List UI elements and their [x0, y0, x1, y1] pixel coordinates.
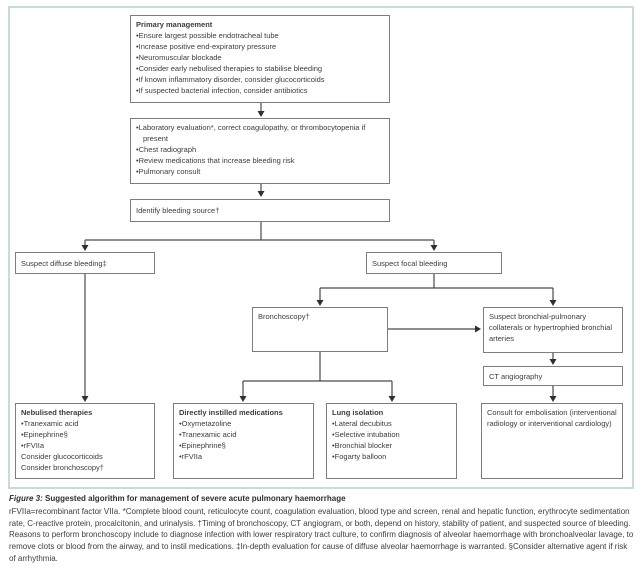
list-item: Pulmonary consult	[136, 166, 384, 177]
box-title: Nebulised therapies	[21, 408, 93, 417]
list-item: Fogarty balloon	[332, 451, 451, 462]
caption-title-text: Suggested algorithm for management of se…	[45, 494, 346, 503]
caption-figure-label: Figure 3:	[9, 494, 43, 503]
list-item: Ensure largest possible endotracheal tub…	[136, 30, 384, 41]
list-item: Lateral decubitus	[332, 418, 451, 429]
box-label: Suspect bronchial-pulmonary collaterals …	[489, 312, 612, 343]
box-label: Suspect diffuse bleeding‡	[21, 258, 107, 268]
instilled-medications-box: Directly instilled medications Oxymetazo…	[173, 403, 314, 479]
box-label: Bronchoscopy†	[258, 312, 310, 321]
list-item: Laboratory evaluation*, correct coagulop…	[136, 122, 384, 144]
list-item: Oxymetazoline	[179, 418, 308, 429]
caption-title: Figure 3: Suggested algorithm for manage…	[9, 493, 634, 505]
box-title: Primary management	[136, 20, 213, 29]
list-item: rFVIIa	[21, 440, 149, 451]
list-item: Bronchial blocker	[332, 440, 451, 451]
primary-management-box: Primary management Ensure largest possib…	[130, 15, 390, 103]
list-item: Consider early nebulised therapies to st…	[136, 63, 384, 74]
list-item: Neuromuscular blockade	[136, 52, 384, 63]
lung-isolation-box: Lung isolation Lateral decubitus Selecti…	[326, 403, 457, 479]
note-item: Consider bronchoscopy†	[21, 463, 104, 472]
suspect-diffuse-box: Suspect diffuse bleeding‡	[15, 252, 155, 274]
list-item: Selective intubation	[332, 429, 451, 440]
evaluation-box: Laboratory evaluation*, correct coagulop…	[130, 118, 390, 184]
nebulised-therapies-box: Nebulised therapies Tranexamic acid Epin…	[15, 403, 155, 479]
list-item: Review medications that increase bleedin…	[136, 155, 384, 166]
ct-angiography-box: CT angiography	[483, 366, 623, 386]
collaterals-box: Suspect bronchial-pulmonary collaterals …	[483, 307, 623, 353]
bronchoscopy-box: Bronchoscopy†	[252, 307, 388, 352]
list-item: Increase positive end-expiratory pressur…	[136, 41, 384, 52]
list-item: rFVIIa	[179, 451, 308, 462]
box-label: CT angiography	[489, 371, 543, 381]
list-item: Epinephrine§	[21, 429, 149, 440]
box-title: Directly instilled medications	[179, 408, 283, 417]
box-label: Consult for embolisation (interventional…	[487, 408, 617, 428]
caption-body: rFVIIa=recombinant factor VIIa. *Complet…	[9, 506, 634, 563]
box-label: Suspect focal bleeding	[372, 258, 448, 268]
box-label: Identify bleeding source†	[136, 206, 220, 215]
list-item: Tranexamic acid	[179, 429, 308, 440]
suspect-focal-box: Suspect focal bleeding	[366, 252, 502, 274]
note-item: Consider glucocorticoids	[21, 452, 103, 461]
list-item: If known inflammatory disorder, consider…	[136, 74, 384, 85]
figure-caption: Figure 3: Suggested algorithm for manage…	[9, 493, 634, 565]
box-title: Lung isolation	[332, 408, 384, 417]
list-item: If suspected bacterial infection, consid…	[136, 85, 384, 96]
list-item: Epinephrine§	[179, 440, 308, 451]
list-item: Chest radiograph	[136, 144, 384, 155]
list-item: Tranexamic acid	[21, 418, 149, 429]
consult-embolisation-box: Consult for embolisation (interventional…	[481, 403, 623, 479]
identify-source-box: Identify bleeding source†	[130, 199, 390, 222]
